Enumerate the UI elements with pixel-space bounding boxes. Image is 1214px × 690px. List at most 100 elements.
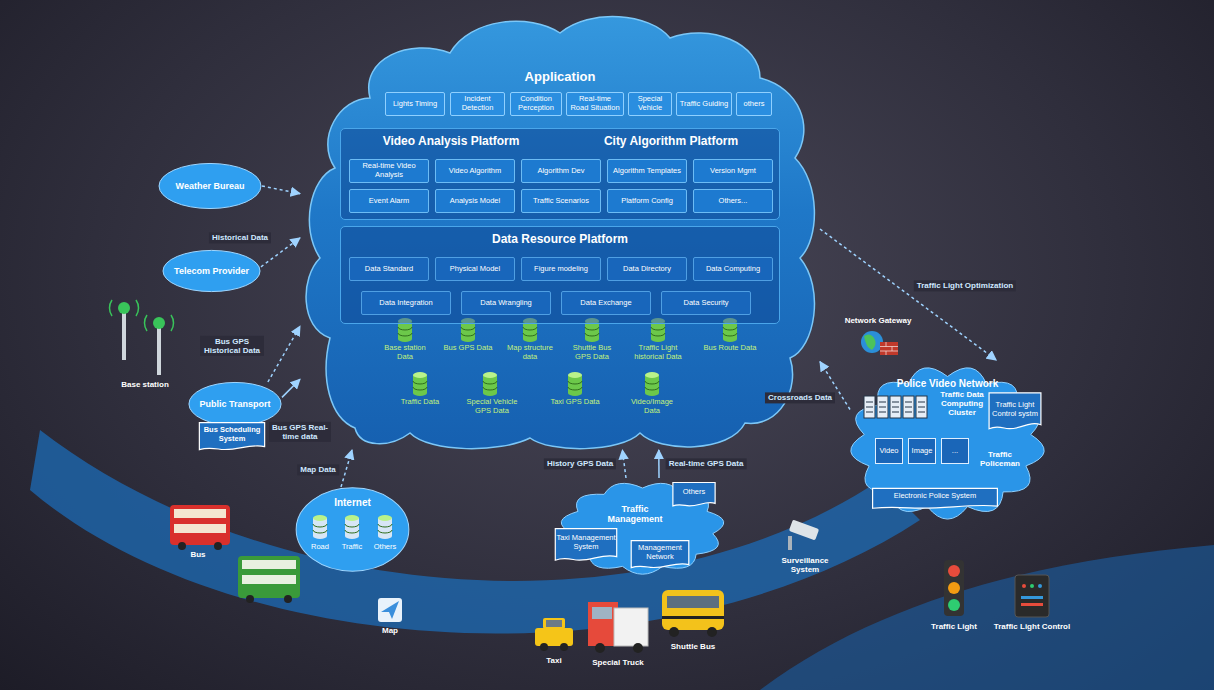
- drawing-shape: [633, 643, 643, 653]
- node-label: others: [742, 100, 767, 109]
- node-label: Version Mgmt: [708, 167, 758, 176]
- drawing-shape: [651, 321, 665, 342]
- drawing-shape: [174, 524, 226, 533]
- database-label: Video/Image Data: [625, 398, 680, 415]
- platform-box: Algorithm Templates: [607, 159, 687, 183]
- drawing-shape: [214, 542, 222, 550]
- drawing-shape: [174, 509, 226, 518]
- database-label: Bus GPS Data: [441, 344, 496, 353]
- drawing-shape: [789, 520, 819, 541]
- drawing-shape: [144, 315, 173, 331]
- base-station: [109, 300, 173, 375]
- drawing-shape: [662, 616, 724, 619]
- platform-band: Data Resource PlatformData StandardPhysi…: [340, 226, 780, 324]
- surveillance-camera: [788, 520, 819, 550]
- part-label: Bus: [183, 550, 213, 559]
- drawing-shape: [568, 381, 582, 390]
- network-cloud: Traffic ManagementOthersTaxi Management …: [560, 478, 725, 578]
- node-heading: Police Video Network: [850, 378, 1045, 390]
- drawing-shape: [877, 396, 888, 418]
- node-heading: Traffic: [337, 543, 367, 552]
- application-box: Traffic Guiding: [676, 92, 732, 116]
- database-label: Traffic Data: [393, 398, 448, 407]
- database-label: Shuttle Bus GPS Data: [565, 344, 620, 361]
- drawing-shape: [918, 402, 925, 412]
- drawing-shape: [345, 515, 359, 521]
- system-document: Others: [672, 482, 716, 508]
- drawing-shape: [242, 560, 296, 569]
- node-label: Telecom Provider: [172, 266, 251, 276]
- drawing-shape: [483, 372, 497, 378]
- drawing-shape: [238, 556, 300, 598]
- platform-box: Video Algorithm: [435, 159, 515, 183]
- edge-label: Bus GPS Real-time data: [269, 422, 331, 442]
- drawing-shape: [905, 402, 912, 412]
- node-label: Data Security: [681, 299, 730, 308]
- data-flow-arrow: [622, 450, 626, 478]
- data-flow-arrow: [261, 238, 300, 267]
- drawing-shape: [585, 327, 599, 336]
- drawing-shape: [645, 381, 659, 390]
- drawing-shape: [189, 382, 281, 425]
- platform-box: Event Alarm: [349, 189, 429, 213]
- system-document: Taxi Management System: [554, 528, 618, 563]
- node-label: Data Wrangling: [478, 299, 534, 308]
- drawing-shape: [413, 375, 427, 396]
- drawing-shape: [1015, 575, 1049, 617]
- source-ellipse: Telecom Provider: [162, 250, 261, 292]
- database-icons: [398, 318, 737, 396]
- platform-box: Platform Config: [607, 189, 687, 213]
- node-label: Taxi Management System: [554, 534, 618, 551]
- node-label: ...: [950, 447, 960, 456]
- data-flow-arrow: [268, 326, 300, 382]
- drawing-shape: [313, 524, 327, 533]
- drawing-shape: [153, 317, 165, 329]
- drawing-shape: [707, 627, 717, 637]
- drawing-shape: [645, 375, 659, 396]
- platform-box: Traffic Scenarios: [521, 189, 601, 213]
- drawing-shape: [378, 524, 392, 533]
- drawing-shape: [523, 321, 537, 342]
- drawing-shape: [568, 372, 582, 378]
- edge-label: Real-time GPS Data: [666, 458, 747, 469]
- node-label: Image: [910, 447, 935, 456]
- drawing-shape: [723, 321, 737, 342]
- part-label: Base station: [110, 380, 180, 389]
- source-ellipse: Public TransportBus Scheduling System: [188, 382, 282, 426]
- drawing-shape: [1038, 584, 1042, 588]
- drawing-shape: [916, 396, 927, 418]
- node-heading: Application: [300, 70, 820, 85]
- red-bus: [170, 505, 230, 550]
- drawing-shape: [483, 375, 497, 396]
- data-flow-arrow: [282, 379, 300, 397]
- drawing-shape: [378, 518, 392, 539]
- drawing-shape: [413, 381, 427, 390]
- drawing-shape: [903, 396, 914, 418]
- drawing-shape: [595, 643, 605, 653]
- application-box: Incident Detection: [450, 92, 505, 116]
- node-label: Algorithm Dev: [535, 167, 586, 176]
- part-label: Traffic Light: [924, 622, 984, 631]
- node-label: Traffic Light Control systm: [988, 401, 1042, 418]
- brain-cloud: ApplicationLights TimingIncident Detecti…: [300, 8, 820, 450]
- node-label: Special Vehicle: [629, 95, 671, 112]
- drawing-shape: [381, 601, 399, 619]
- node-label: Platform Config: [619, 197, 675, 206]
- drawing-shape: [398, 327, 412, 336]
- data-flow-arrow: [262, 186, 300, 194]
- drawing-shape: [568, 375, 582, 396]
- node-label: Weather Bureau: [174, 181, 247, 191]
- drawing-shape: [543, 618, 565, 629]
- drawing-shape: [864, 396, 875, 418]
- platform-box: Real-time Video Analysis: [349, 159, 429, 183]
- node-label: Others: [681, 488, 708, 497]
- drawing-shape: [122, 310, 126, 360]
- drawing-shape: [723, 327, 737, 336]
- data-flow-arrow: [820, 362, 850, 410]
- drawing-shape: [864, 334, 876, 350]
- data-flow-arrow: [341, 450, 352, 487]
- drawing-shape: [890, 396, 901, 418]
- database-label: Traffic Light historical Data: [627, 344, 689, 361]
- part-label: Taxi: [539, 656, 569, 665]
